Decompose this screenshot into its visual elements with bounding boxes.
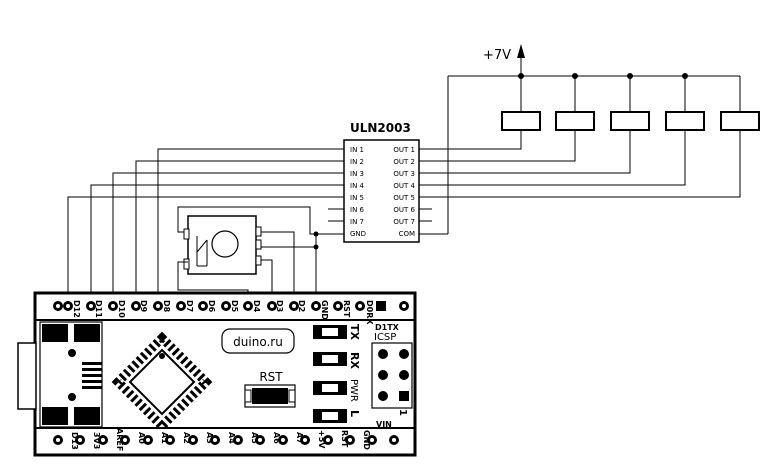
pin-label: D9 (139, 300, 148, 313)
load-1 (501, 111, 541, 131)
load-5 (720, 111, 760, 131)
pin-label: A1 (160, 432, 169, 444)
pin-label: RST (342, 300, 351, 318)
pin-label: D4 (252, 300, 261, 313)
vin-label: VIN (376, 420, 392, 429)
load-2 (555, 111, 595, 131)
chip-input-label: IN 2 (350, 158, 364, 166)
reset-label: RST (259, 370, 283, 384)
bottom-pin-labels: D13 3V3 AREF A0 A1 A2 A3 A4 A5 A6 A7 +5V… (70, 420, 392, 451)
top-pins (53, 301, 409, 311)
d1tx-label: D1TX (375, 323, 400, 332)
load-3 (610, 111, 650, 131)
chip-input-label: IN 3 (350, 170, 364, 178)
status-leds: TX RX PWR L (313, 324, 361, 423)
chip-name: ULN2003 (350, 121, 411, 135)
pin-label: AREF (115, 428, 124, 451)
pin-label: 3V3 (92, 432, 101, 449)
button-cap (211, 230, 239, 258)
pin-label: A7 (295, 432, 304, 444)
arduino-board: D12 D11 D10 D9 D8 D7 D6 D5 D4 D3 D2 GND … (17, 291, 417, 457)
loads (419, 76, 760, 198)
chip-input-label: IN 6 (350, 206, 365, 214)
pin-label: D13 (70, 432, 79, 450)
led-label: L (348, 410, 361, 417)
pin-label: +5V (317, 430, 326, 449)
supply-label: +7V (483, 48, 511, 63)
chip-output-label: OUT 2 (393, 158, 415, 166)
pin-label: RST (340, 430, 349, 448)
chip-output-label: OUT 7 (393, 218, 415, 226)
pin-label: A5 (250, 432, 259, 444)
pin-label: D2 (297, 300, 306, 312)
usb-connector (17, 321, 103, 428)
chip-output-label: OUT 3 (393, 170, 415, 178)
pin-label: D0RX (365, 300, 374, 325)
led-label: PWR (348, 379, 359, 402)
pin-label: A3 (205, 432, 214, 444)
site-label: duino.ru (233, 335, 283, 349)
pin-label: D7 (185, 300, 194, 312)
site-badge: duino.ru (221, 328, 295, 354)
pin-label: A6 (272, 432, 281, 444)
chip-output-label: OUT 5 (393, 194, 415, 202)
chip-input-label: IN 1 (350, 146, 364, 154)
reset-button: RST (244, 370, 296, 408)
icsp-pin1-label: 1 (397, 409, 408, 416)
push-button (177, 206, 316, 306)
pin-label: A0 (137, 432, 146, 444)
pin-label: GND (362, 430, 371, 450)
chip-input-label: IN 4 (350, 182, 365, 190)
pin-label: A2 (182, 432, 191, 444)
icsp-label: ICSP (374, 332, 396, 343)
chip-body (343, 139, 420, 243)
icsp-header: D1TX ICSP 1 (371, 323, 413, 416)
bottom-pins (53, 435, 399, 445)
microcontroller (111, 331, 213, 433)
led-label: RX (348, 352, 361, 369)
pin-label: A4 (227, 432, 236, 444)
top-pin-labels: D12 D11 D10 D9 D8 D7 D6 D5 D4 D3 D2 GND … (72, 300, 374, 325)
pin-label: D10 (117, 300, 126, 318)
chip-input-label: GND (350, 230, 366, 238)
pin-label: D6 (207, 300, 216, 313)
pin-label: D8 (162, 300, 171, 313)
pin-label: D5 (230, 300, 239, 313)
power-supply: +7V (419, 44, 741, 235)
load-4 (665, 111, 705, 131)
uln2003-chip: ULN2003 IN 1 IN 2 IN 3 IN 4 IN 5 IN 6 IN… (328, 121, 432, 243)
chip-output-label: OUT 6 (393, 206, 415, 214)
chip-output-label: OUT 1 (393, 146, 415, 154)
pin-label: GND (320, 300, 329, 320)
chip-output-label: OUT 4 (393, 182, 415, 190)
pin-label: D3 (275, 300, 284, 312)
pin-label: D11 (94, 300, 103, 318)
led-label: TX (348, 324, 361, 341)
chip-output-label: COM (399, 230, 415, 238)
chip-input-label: IN 7 (350, 218, 364, 226)
chip-input-label: IN 5 (350, 194, 364, 202)
pin-label: D12 (72, 300, 81, 318)
supply-arrow-icon (517, 44, 525, 58)
